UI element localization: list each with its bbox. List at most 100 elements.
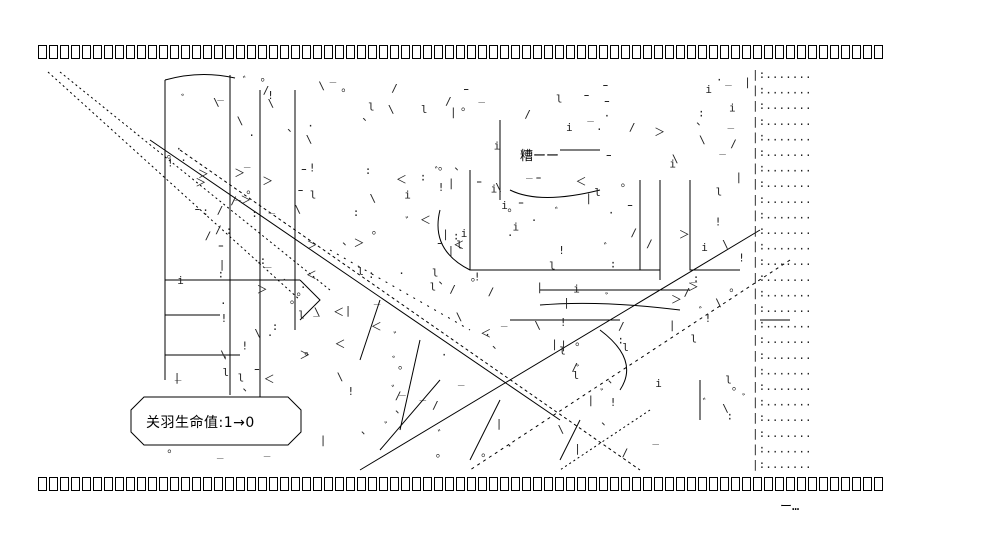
border-box-cell — [137, 45, 146, 59]
speech-bubble-text: 糟ーー — [520, 149, 560, 164]
ascii-glyph: ! — [474, 271, 481, 284]
ascii-glyph: . — [300, 278, 307, 291]
ascii-glyph: / — [445, 95, 452, 108]
ascii-glyph: 。 — [290, 293, 301, 306]
ascii-glyph: 、 — [287, 121, 298, 134]
ascii-glyph: \ — [722, 402, 729, 415]
dotted-column-line: |:....... — [752, 442, 812, 455]
ascii-glyph: | — [174, 371, 181, 384]
ascii-glyph: ｰ — [437, 238, 443, 251]
border-box-cell — [775, 45, 784, 59]
border-box-cell — [379, 477, 388, 491]
ascii-glyph: | — [448, 176, 455, 189]
border-box-cell — [852, 477, 861, 491]
ascii-glyph: i — [701, 241, 708, 254]
ascii-glyph: : — [453, 229, 460, 242]
ascii-glyph: ! — [705, 312, 712, 325]
border-box-cell — [104, 477, 113, 491]
ascii-glyph: _ — [265, 256, 272, 269]
border-box-cell — [170, 45, 179, 59]
ascii-glyph: : — [353, 206, 360, 219]
border-box-cell — [148, 45, 157, 59]
ascii-glyph: 、 — [362, 110, 373, 123]
ascii-glyph: ＜ — [335, 338, 346, 351]
ascii-glyph: _ — [244, 155, 251, 168]
ascii-glyph: | — [560, 339, 567, 352]
ascii-glyph: | — [563, 296, 570, 309]
ascii-glyph: / — [622, 447, 629, 460]
ascii-glyph: \ — [370, 192, 377, 205]
ascii-glyph: l — [357, 265, 364, 278]
ascii-glyph: . — [608, 203, 615, 216]
dotted-column-line: |:....... — [752, 286, 812, 299]
border-box-cell — [71, 45, 80, 59]
border-box-cell — [214, 45, 223, 59]
dotted-column-line: |:....... — [752, 240, 812, 253]
ascii-glyph: ﾞ — [384, 421, 390, 434]
ascii-glyph: 。 — [261, 70, 272, 83]
border-box-cell — [764, 477, 773, 491]
ascii-glyph: . — [307, 116, 314, 129]
border-box-cell — [390, 45, 399, 59]
border-box-cell — [412, 477, 421, 491]
ascii-glyph: | — [744, 75, 751, 88]
ascii-glyph: ｰ — [476, 176, 482, 189]
border-box-cell — [819, 477, 828, 491]
ascii-glyph: ＞ — [299, 348, 310, 361]
ascii-glyph: \ — [558, 423, 565, 436]
ascii-glyph: : — [226, 224, 233, 237]
border-box-cell — [478, 45, 487, 59]
border-box-cell — [49, 45, 58, 59]
ascii-glyph: ＞ — [688, 281, 699, 294]
ascii-glyph: 、 — [395, 402, 406, 415]
border-box-cell — [555, 477, 564, 491]
ascii-glyph: | — [345, 304, 352, 317]
ascii-glyph: | — [588, 393, 595, 406]
ascii-glyph: ＜ — [306, 268, 317, 281]
ascii-glyph: i — [404, 189, 411, 202]
border-box-cell — [654, 477, 663, 491]
ascii-glyph: 、 — [361, 424, 372, 437]
border-box-cell — [610, 477, 619, 491]
border-box-cell — [236, 477, 245, 491]
ascii-glyph: . — [441, 346, 448, 359]
status-label-box: 关羽生命值:1→0 — [130, 396, 302, 446]
ascii-glyph: | — [448, 244, 455, 257]
border-box-cell — [434, 477, 443, 491]
ascii-glyph: _ — [269, 201, 276, 214]
ascii-glyph: : — [218, 268, 225, 281]
border-box-cell — [346, 45, 355, 59]
border-box-cell — [247, 45, 256, 59]
border-box-cell — [533, 477, 542, 491]
ascii-glyph: : — [251, 207, 258, 220]
ascii-glyph: ＜ — [576, 175, 587, 188]
border-box-cell — [500, 477, 509, 491]
ascii-glyph: 、 — [243, 380, 254, 393]
ascii-glyph: : — [365, 164, 372, 177]
ascii-glyph: . — [281, 271, 288, 284]
dotted-column-line: |:....... — [752, 411, 812, 424]
ascii-glyph: l — [559, 345, 566, 358]
border-box-cell — [753, 477, 762, 491]
border-box-cell — [60, 45, 69, 59]
ascii-glyph: 。 — [438, 160, 449, 173]
dotted-column-line: |:....... — [752, 349, 812, 362]
label-frame — [130, 396, 302, 446]
border-box-cell — [731, 477, 740, 491]
ascii-glyph: ! — [715, 215, 722, 228]
border-box-cell — [709, 477, 718, 491]
border-box-cell — [577, 45, 586, 59]
ascii-glyph: 。 — [732, 380, 743, 393]
border-box-cell — [214, 477, 223, 491]
border-box-cell — [731, 45, 740, 59]
ascii-glyph: l — [725, 374, 732, 387]
border-box-cell — [698, 45, 707, 59]
ascii-glyph: ｰ — [463, 83, 469, 96]
ascii-glyph: ﾞ — [703, 397, 709, 410]
ascii-glyph: l — [310, 188, 317, 201]
border-box-cell — [775, 477, 784, 491]
ascii-glyph: _ — [587, 109, 594, 122]
ascii-glyph: _ — [691, 271, 698, 284]
ascii-glyph: 、 — [608, 373, 619, 386]
